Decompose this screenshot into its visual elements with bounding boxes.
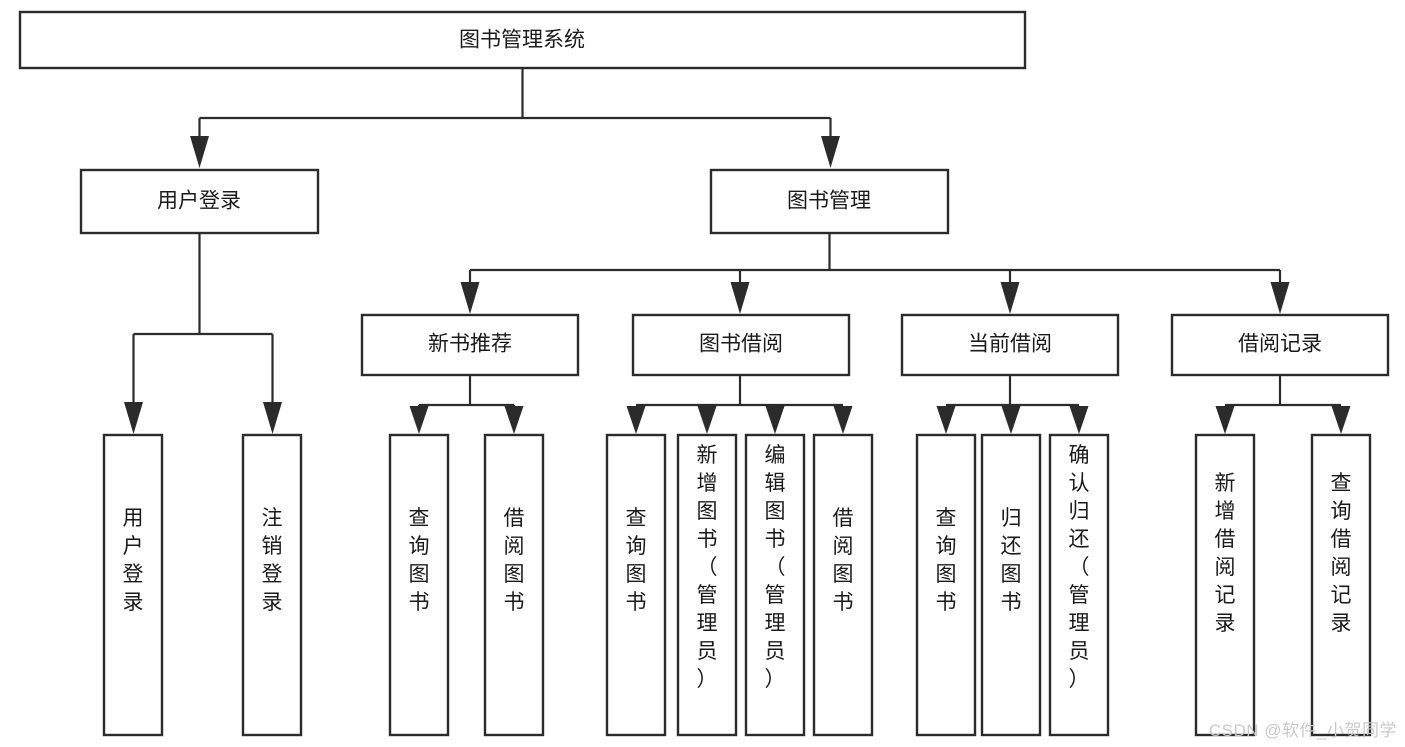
node-leaf-query-record-rect[interactable]	[1310, 433, 1372, 737]
arrowhead-leaf-return-book	[1001, 406, 1021, 434]
node-leaf-add-book-rect[interactable]	[676, 433, 738, 737]
node-leaf-borrow-book-1-rect[interactable]	[483, 433, 545, 737]
node-book-mgmt-label: 图书管理	[787, 190, 871, 213]
node-user-login-rect[interactable]	[79, 168, 320, 235]
node-leaf-return-book-label: 归还图书	[1001, 507, 1022, 614]
arrowhead-leaf-user-login	[124, 402, 143, 434]
node-root-label: 图书管理系统	[459, 29, 585, 52]
node-leaf-query-book-2-rect[interactable]	[605, 433, 667, 737]
connector-group-current-borrow	[936, 375, 1089, 434]
arrowhead-leaf-query-book-3	[936, 406, 956, 434]
node-leaf-add-record-rect[interactable]	[1194, 433, 1256, 737]
arrowhead-book-borrow	[730, 282, 750, 314]
arrowhead-book-mgmt	[821, 136, 840, 168]
node-new-book-rec-rect[interactable]	[360, 313, 580, 377]
node-leaf-borrow-book-1[interactable]: 借阅图书	[483, 433, 545, 737]
node-book-mgmt-rect[interactable]	[709, 168, 950, 235]
node-book-borrow-label: 图书借阅	[699, 333, 783, 356]
node-leaf-logout-rect[interactable]	[241, 433, 303, 737]
connector-group-new-book-rec	[409, 375, 524, 434]
node-leaf-query-book-1[interactable]: 查询图书	[388, 433, 450, 737]
arrowhead-leaf-add-book	[697, 406, 717, 434]
node-leaf-return-book[interactable]: 归还图书	[980, 433, 1042, 737]
node-current-borrow-rect[interactable]	[900, 313, 1120, 377]
node-leaf-query-book-2[interactable]: 查询图书	[605, 433, 667, 737]
node-leaf-user-login-label: 用户登录	[123, 507, 144, 614]
arrowhead-leaf-logout	[263, 402, 282, 434]
node-leaf-query-book-2-label: 查询图书	[626, 507, 647, 614]
arrowhead-leaf-add-record	[1215, 406, 1235, 434]
node-leaf-query-book-3-rect[interactable]	[915, 433, 977, 737]
arrowhead-borrow-record	[1270, 282, 1290, 314]
arrowhead-user-login	[190, 136, 209, 168]
connector-group-borrow-record	[1215, 375, 1351, 434]
arrowhead-leaf-borrow-book-1	[504, 406, 524, 434]
node-leaf-return-book-rect[interactable]	[980, 433, 1042, 737]
node-root[interactable]: 图书管理系统	[18, 10, 1027, 70]
node-leaf-borrow-book-2-rect[interactable]	[812, 433, 874, 737]
node-leaf-add-book[interactable]: 新增图书（管理员）	[676, 433, 738, 737]
node-leaf-edit-book-rect[interactable]	[744, 433, 806, 737]
connector-group-book-mgmt	[460, 233, 1290, 314]
node-leaf-borrow-book-1-label: 借阅图书	[504, 507, 525, 614]
node-leaf-query-book-3-label: 查询图书	[936, 507, 957, 614]
connector-group-book-borrow	[626, 375, 853, 434]
arrowhead-leaf-query-book-2	[626, 406, 646, 434]
node-new-book-rec[interactable]: 新书推荐	[360, 313, 580, 377]
arrowhead-leaf-confirm-return	[1069, 406, 1089, 434]
arrowhead-leaf-edit-book	[765, 406, 785, 434]
arrowhead-leaf-query-book-1	[409, 406, 429, 434]
node-leaf-edit-book-label: 编辑图书（管理员）	[765, 444, 786, 691]
node-leaf-query-record-label: 查询借阅记录	[1331, 472, 1352, 635]
node-book-mgmt[interactable]: 图书管理	[709, 168, 950, 235]
connector-group-user-login	[124, 233, 282, 434]
node-leaf-query-book-1-rect[interactable]	[388, 433, 450, 737]
node-borrow-record[interactable]: 借阅记录	[1170, 313, 1390, 377]
node-leaf-query-record[interactable]: 查询借阅记录	[1310, 433, 1372, 737]
node-leaf-add-record[interactable]: 新增借阅记录	[1194, 433, 1256, 737]
node-leaf-logout[interactable]: 注销登录	[241, 433, 303, 737]
node-leaf-confirm-return[interactable]: 确认归还（管理员）	[1048, 433, 1110, 737]
node-leaf-user-login-rect[interactable]	[102, 433, 164, 737]
node-root-rect[interactable]	[18, 10, 1027, 70]
node-leaf-query-book-1-label: 查询图书	[409, 507, 430, 614]
node-leaf-borrow-book-2[interactable]: 借阅图书	[812, 433, 874, 737]
connector-group-root	[190, 68, 840, 168]
node-leaf-add-book-label: 新增图书（管理员）	[697, 444, 718, 691]
node-leaf-logout-label: 注销登录	[262, 507, 283, 614]
node-leaf-user-login[interactable]: 用户登录	[102, 433, 164, 737]
node-leaf-query-book-3[interactable]: 查询图书	[915, 433, 977, 737]
node-new-book-rec-label: 新书推荐	[428, 333, 512, 356]
node-leaf-edit-book[interactable]: 编辑图书（管理员）	[744, 433, 806, 737]
node-leaf-borrow-book-2-label: 借阅图书	[833, 507, 854, 614]
node-book-borrow[interactable]: 图书借阅	[631, 313, 851, 377]
node-user-login[interactable]: 用户登录	[79, 168, 320, 235]
node-leaf-confirm-return-rect[interactable]	[1048, 433, 1110, 737]
node-borrow-record-rect[interactable]	[1170, 313, 1390, 377]
node-current-borrow[interactable]: 当前借阅	[900, 313, 1120, 377]
arrowhead-current-borrow	[1000, 282, 1020, 314]
node-book-borrow-rect[interactable]	[631, 313, 851, 377]
arrowhead-new-book-rec	[460, 282, 480, 314]
node-current-borrow-label: 当前借阅	[968, 333, 1052, 356]
arrowhead-leaf-query-record	[1331, 406, 1351, 434]
node-user-login-label: 用户登录	[157, 190, 241, 213]
node-leaf-add-record-label: 新增借阅记录	[1215, 472, 1236, 635]
node-borrow-record-label: 借阅记录	[1238, 333, 1322, 356]
arrowhead-leaf-borrow-book-2	[833, 406, 853, 434]
node-leaf-confirm-return-label: 确认归还（管理员）	[1069, 444, 1090, 691]
